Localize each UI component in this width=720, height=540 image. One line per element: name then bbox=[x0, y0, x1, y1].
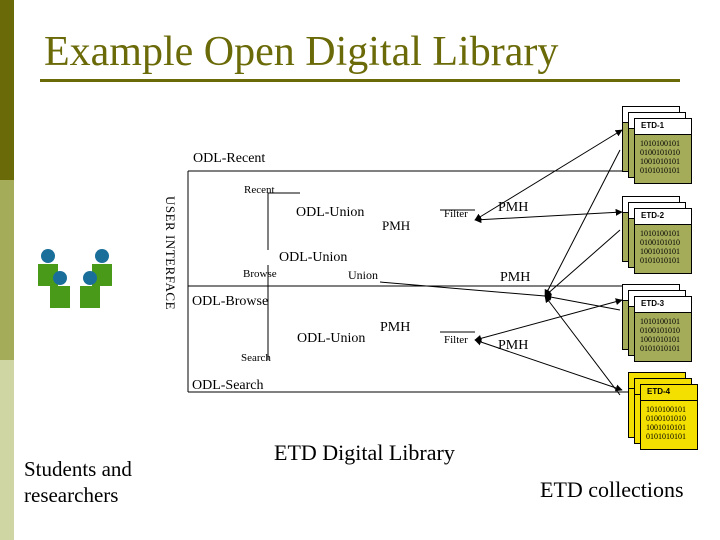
pmh-right-top-label: PMH bbox=[498, 200, 529, 215]
bit-row: 1010100101 bbox=[640, 317, 680, 326]
odl-union-bottom-label: ODL-Union bbox=[297, 331, 366, 346]
odl-recent-label: ODL-Recent bbox=[193, 151, 266, 166]
sidebar-top-band bbox=[0, 0, 14, 180]
search-node: Search bbox=[241, 352, 271, 364]
pmh-right-mid-label: PMH bbox=[500, 270, 531, 285]
bit-row: 1001010101 bbox=[640, 157, 680, 166]
collection-card: ETD-4 1010100101 0100101010 1001010101 0… bbox=[640, 384, 698, 450]
collection-card: ETD-3 1010100101 0100101010 1001010101 0… bbox=[634, 296, 692, 362]
arrow-union-etd3 bbox=[544, 293, 621, 311]
etd-collections-caption: ETD collections bbox=[540, 477, 684, 502]
collection-name: ETD-2 bbox=[641, 211, 665, 220]
pmh-top-label: PMH bbox=[382, 218, 411, 233]
sidebar-bottom-band bbox=[0, 360, 14, 540]
users-group bbox=[30, 248, 130, 338]
students-caption: Students and researchers bbox=[24, 457, 132, 507]
pmh-right-bottom-label: PMH bbox=[498, 338, 529, 353]
slide-title: Example Open Digital Library bbox=[44, 29, 559, 75]
sidebar bbox=[0, 0, 14, 540]
odl-search-label: ODL-Search bbox=[192, 378, 264, 393]
arrow-union-etd1 bbox=[544, 149, 621, 297]
bit-row: 1001010101 bbox=[640, 335, 680, 344]
odl-union-mid-label: ODL-Union bbox=[279, 250, 348, 265]
filter-bottom-node: Filter bbox=[444, 334, 468, 346]
arrow-etd1 bbox=[474, 129, 623, 221]
collection-name: ETD-3 bbox=[641, 299, 665, 308]
bit-row: 1001010101 bbox=[640, 247, 680, 256]
union-link bbox=[379, 281, 546, 297]
bit-row: 0100101010 bbox=[646, 414, 686, 423]
bit-row: 1010100101 bbox=[646, 405, 686, 414]
recent-node: Recent bbox=[244, 184, 275, 196]
arrow-union-etd2 bbox=[544, 229, 621, 297]
users-icon bbox=[38, 249, 112, 308]
union-node: Union bbox=[348, 268, 378, 282]
bit-row: 0101010101 bbox=[640, 166, 680, 175]
arrow-etd4 bbox=[474, 338, 623, 392]
filter-top-node: Filter bbox=[444, 208, 468, 220]
bit-row: 0101010101 bbox=[640, 344, 680, 353]
user-interface-bar: USER INTERFACE bbox=[160, 196, 186, 352]
collection-name: ETD-4 bbox=[647, 387, 671, 396]
bit-row: 0100101010 bbox=[640, 238, 680, 247]
collection-name: ETD-1 bbox=[641, 121, 665, 130]
odl-browse-label: ODL-Browse bbox=[192, 294, 269, 309]
pmh-bottom-label: PMH bbox=[380, 320, 411, 335]
collection-card: ETD-1 1010100101 0100101010 1001010101 0… bbox=[634, 118, 692, 184]
bit-row: 1010100101 bbox=[640, 139, 680, 148]
etd-digital-library-caption: ETD Digital Library bbox=[274, 440, 455, 465]
bit-row: 0101010101 bbox=[640, 256, 680, 265]
title-underline bbox=[40, 79, 680, 82]
bit-row: 1001010101 bbox=[646, 423, 686, 432]
arrow-etd3 bbox=[474, 298, 623, 342]
browse-node: Browse bbox=[243, 268, 277, 280]
bit-row: 0101010101 bbox=[646, 432, 686, 441]
user-interface-label: USER INTERFACE bbox=[163, 196, 178, 311]
bit-row: 0100101010 bbox=[640, 148, 680, 157]
arrow-etd2 bbox=[474, 208, 623, 224]
collection-card: ETD-2 1010100101 0100101010 1001010101 0… bbox=[634, 208, 692, 274]
odl-union-top-label: ODL-Union bbox=[296, 205, 365, 220]
sidebar-middle-band bbox=[0, 180, 14, 360]
bit-row: 1010100101 bbox=[640, 229, 680, 238]
arrow-union-etd4 bbox=[544, 295, 621, 396]
bit-row: 0100101010 bbox=[640, 326, 680, 335]
